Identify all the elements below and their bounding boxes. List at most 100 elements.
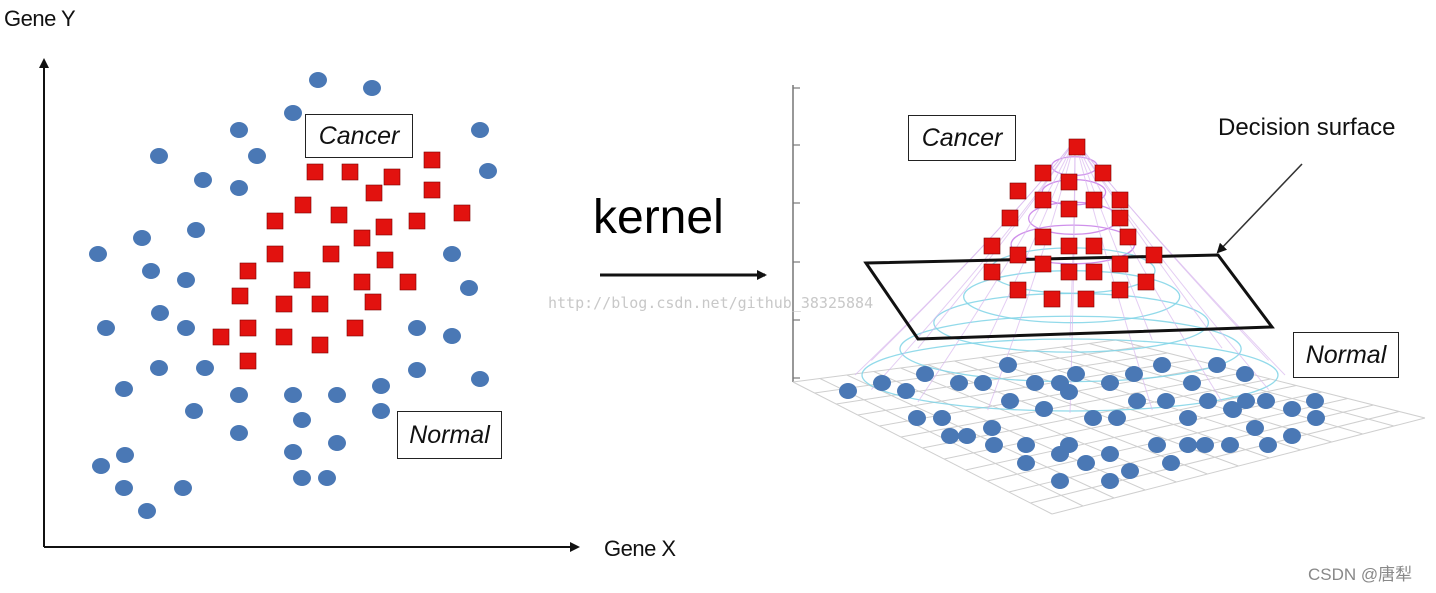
cancer-point-icon	[1085, 191, 1103, 209]
mesh-meridian	[1074, 139, 1153, 341]
cancer-point-icon	[1085, 263, 1103, 281]
cancer-point-icon	[212, 328, 230, 346]
cancer-point-icon	[341, 163, 359, 181]
normal-point-icon	[1035, 401, 1053, 417]
cancer-point-icon	[1034, 228, 1052, 246]
normal-point-icon	[284, 105, 302, 121]
right-normal-label: Normal	[1293, 332, 1399, 378]
normal-point-icon	[177, 272, 195, 288]
normal-point-icon	[318, 470, 336, 486]
normal-point-icon	[916, 366, 934, 382]
grid-line	[1115, 339, 1426, 419]
normal-point-icon	[1060, 384, 1078, 400]
normal-point-icon	[933, 410, 951, 426]
normal-point-icon	[89, 246, 107, 262]
mesh-meridian	[917, 139, 1076, 349]
normal-point-icon	[116, 447, 134, 463]
watermark-text: http://blog.csdn.net/github_38325884	[548, 294, 874, 312]
left-scatter-panel	[39, 58, 580, 552]
cancer-point-icon	[1145, 246, 1163, 264]
normal-point-icon	[293, 412, 311, 428]
cancer-point-icon	[423, 181, 441, 199]
cancer-point-icon	[275, 295, 293, 313]
normal-point-icon	[133, 230, 151, 246]
mesh-meridian	[1074, 139, 1223, 349]
normal-point-icon	[1199, 393, 1217, 409]
normal-point-icon	[293, 470, 311, 486]
normal-point-icon	[479, 163, 497, 179]
normal-point-icon	[1067, 366, 1085, 382]
normal-point-icon	[897, 383, 915, 399]
normal-point-icon	[1017, 455, 1035, 471]
cancer-point-icon	[330, 206, 348, 224]
right-normal-points	[839, 357, 1325, 489]
cancer-point-icon	[365, 184, 383, 202]
left-normal-points	[89, 72, 497, 519]
normal-point-icon	[1121, 463, 1139, 479]
credit-text: CSDN @唐犁	[1308, 565, 1413, 584]
normal-point-icon	[1259, 437, 1277, 453]
grid-line	[1030, 411, 1400, 504]
cancer-point-icon	[1034, 255, 1052, 273]
cancer-point-icon	[322, 245, 340, 263]
cancer-point-icon	[231, 287, 249, 305]
normal-point-icon	[185, 403, 203, 419]
cancer-point-icon	[353, 229, 371, 247]
normal-point-icon	[1077, 455, 1095, 471]
normal-point-icon	[230, 122, 248, 138]
mesh-meridian	[871, 139, 1076, 361]
cancer-point-icon	[294, 196, 312, 214]
normal-point-icon	[1196, 437, 1214, 453]
cancer-point-icon	[1060, 200, 1078, 218]
normal-point-icon	[443, 246, 461, 262]
normal-point-icon	[1108, 410, 1126, 426]
normal-point-icon	[328, 387, 346, 403]
cancer-point-icon	[383, 168, 401, 186]
normal-point-icon	[92, 458, 110, 474]
y-axis-label: Gene Y	[4, 6, 76, 31]
cancer-point-icon	[311, 295, 329, 313]
normal-point-icon	[1026, 375, 1044, 391]
normal-point-icon	[873, 375, 891, 391]
normal-point-icon	[1306, 393, 1324, 409]
cancer-point-icon	[346, 319, 364, 337]
normal-point-icon	[839, 383, 857, 399]
normal-point-icon	[408, 362, 426, 378]
cancer-point-icon	[275, 328, 293, 346]
normal-point-icon	[1221, 437, 1239, 453]
left-cancer-points	[212, 151, 471, 370]
normal-point-icon	[1060, 437, 1078, 453]
normal-point-icon	[284, 444, 302, 460]
right-cancer-points	[983, 138, 1163, 308]
mesh-meridian	[1069, 139, 1076, 338]
normal-point-icon	[1208, 357, 1226, 373]
cancer-point-icon	[375, 218, 393, 236]
cancer-point-icon	[1111, 209, 1129, 227]
normal-point-icon	[1162, 455, 1180, 471]
cancer-point-icon	[1009, 246, 1027, 264]
cancer-point-icon	[1001, 209, 1019, 227]
right-cancer-label: Cancer	[908, 115, 1016, 161]
normal-point-icon	[363, 80, 381, 96]
normal-point-icon	[142, 263, 160, 279]
normal-point-icon	[1125, 366, 1143, 382]
normal-point-icon	[408, 320, 426, 336]
left-cancer-label: Cancer	[305, 114, 413, 158]
normal-point-icon	[248, 148, 266, 164]
cancer-point-icon	[266, 245, 284, 263]
cancer-point-icon	[1111, 281, 1129, 299]
normal-point-icon	[138, 503, 156, 519]
normal-point-icon	[974, 375, 992, 391]
normal-point-icon	[230, 387, 248, 403]
normal-point-icon	[1101, 473, 1119, 489]
normal-point-icon	[97, 320, 115, 336]
cancer-point-icon	[364, 293, 382, 311]
normal-point-icon	[115, 480, 133, 496]
cancer-point-icon	[376, 251, 394, 269]
normal-point-icon	[1148, 437, 1166, 453]
cancer-point-icon	[983, 237, 1001, 255]
normal-point-icon	[372, 378, 390, 394]
cancer-point-icon	[399, 273, 417, 291]
normal-point-icon	[284, 387, 302, 403]
cancer-point-icon	[1060, 173, 1078, 191]
